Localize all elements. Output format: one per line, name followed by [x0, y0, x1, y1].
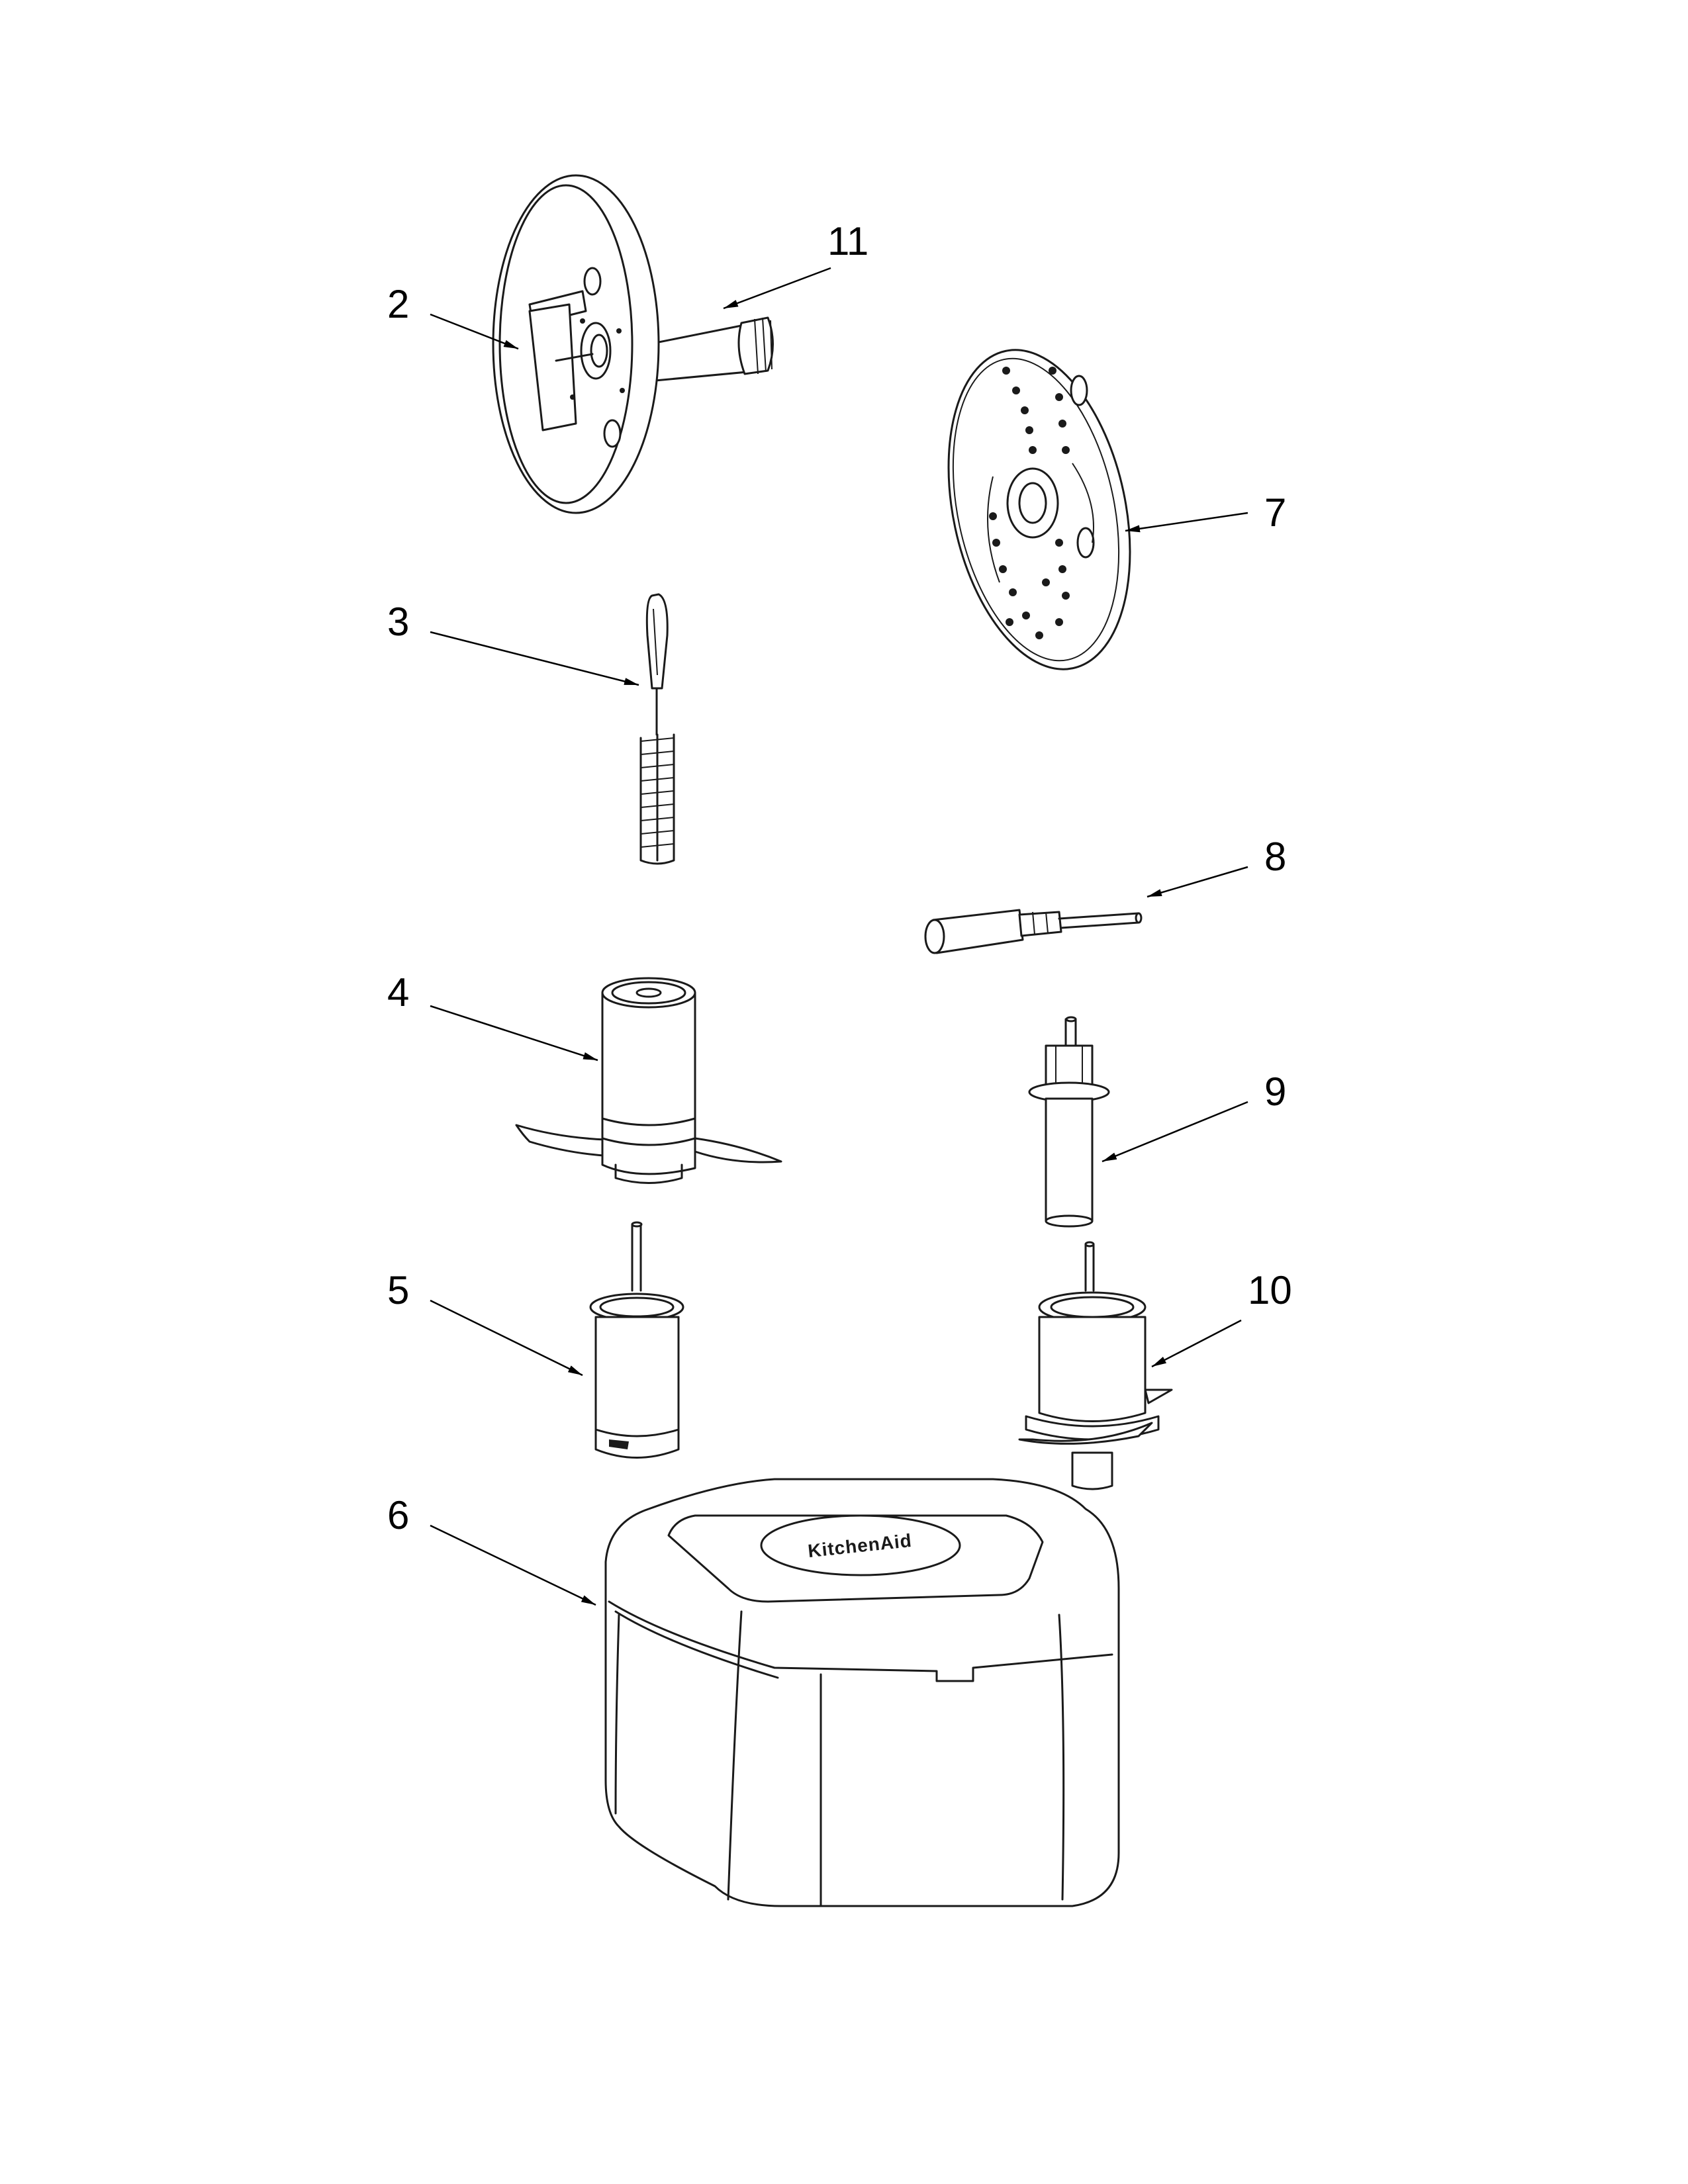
- leader-4: [430, 1005, 598, 1062]
- callout-5: 5: [387, 1268, 409, 1312]
- leader-9: [1102, 1101, 1248, 1163]
- callout-11: 11: [827, 219, 868, 263]
- leader-3: [430, 631, 639, 686]
- stem-adapter-part: [1028, 1016, 1110, 1228]
- grating-disc-part: [947, 349, 1131, 670]
- leader-8: [1147, 866, 1248, 898]
- slicing-disc-part: [492, 174, 774, 514]
- callout-3: 3: [387, 600, 409, 644]
- mini-blade-part: [1018, 1241, 1173, 1490]
- cleaning-brush-part: [639, 593, 675, 865]
- leader-2: [430, 313, 519, 350]
- leader-7: [1125, 512, 1248, 533]
- callout-2: 2: [387, 282, 409, 326]
- callout-6: 6: [387, 1493, 409, 1537]
- storage-case-part: KitchenAid: [604, 1478, 1120, 1907]
- callout-9: 9: [1264, 1069, 1286, 1114]
- leader-6: [430, 1524, 596, 1606]
- chopping-blade-part: [515, 977, 782, 1184]
- callout-10: 10: [1248, 1268, 1292, 1312]
- callout-7: 7: [1264, 490, 1286, 535]
- callout-labels: 2 11 7 3 8 4 9 5 10 6: [387, 219, 1292, 1537]
- drive-adapter-part: [924, 909, 1143, 954]
- leader-10: [1151, 1319, 1242, 1368]
- callout-8: 8: [1264, 835, 1286, 879]
- leader-lines: [430, 267, 1248, 1606]
- stem-part: [589, 1221, 684, 1459]
- leader-5: [430, 1299, 583, 1377]
- callout-4: 4: [387, 970, 409, 1015]
- leader-11: [723, 267, 831, 310]
